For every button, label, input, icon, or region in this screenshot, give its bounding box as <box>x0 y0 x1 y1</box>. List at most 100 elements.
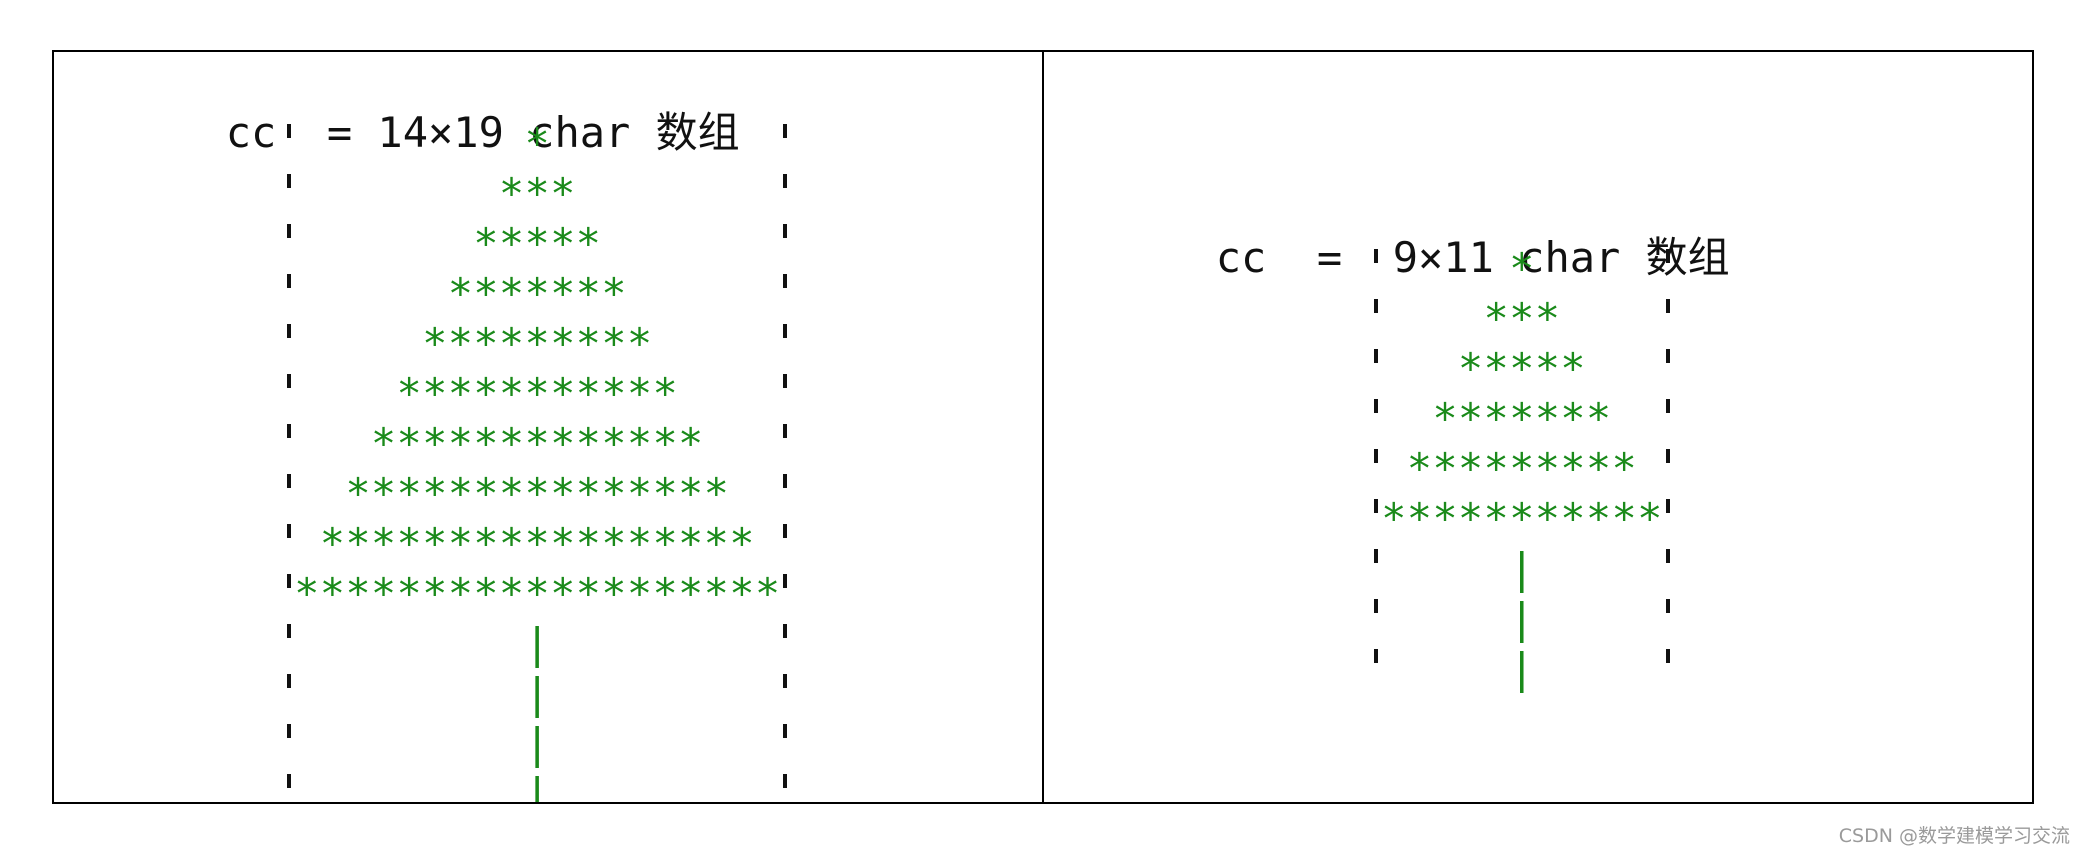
char-cell: * <box>370 418 397 468</box>
char-cell: * <box>396 568 422 618</box>
char-cell <box>652 268 678 318</box>
char-cell <box>601 768 627 802</box>
char-cell <box>1432 593 1458 643</box>
char-cell: * <box>473 568 499 618</box>
quote-mark <box>284 218 294 268</box>
char-cell: * <box>678 568 704 618</box>
char-cell: * <box>447 568 473 618</box>
char-cell <box>1432 243 1458 293</box>
char-cell: * <box>1534 393 1560 443</box>
char-cell <box>550 718 576 768</box>
char-cell <box>1535 643 1561 693</box>
quote-mark <box>780 268 790 318</box>
char-cell <box>1535 543 1561 593</box>
char-cell: * <box>1406 443 1433 493</box>
char-cell: * <box>550 368 576 418</box>
char-cell <box>576 718 602 768</box>
char-cell <box>396 118 422 168</box>
char-cell <box>320 168 346 218</box>
char-cell: * <box>729 568 755 618</box>
quote-mark <box>1371 393 1381 443</box>
char-cell: * <box>319 518 346 568</box>
char-cell: * <box>422 468 448 518</box>
char-cell <box>448 618 474 668</box>
char-cell <box>729 118 755 168</box>
quote-mark <box>780 218 790 268</box>
char-cell <box>1560 543 1586 593</box>
char-cell <box>1586 543 1612 593</box>
char-cell <box>1432 293 1458 343</box>
char-cell <box>1586 293 1612 343</box>
char-array-display: * *** ***** ******* ********* **********… <box>1371 243 1673 693</box>
char-cell <box>1407 293 1433 343</box>
char-cell <box>1381 443 1407 493</box>
char-cell <box>294 718 320 768</box>
char-cell <box>1637 293 1663 343</box>
char-cell <box>448 668 474 718</box>
char-cell: * <box>1483 393 1509 443</box>
char-cell <box>1381 543 1407 593</box>
char-cell: * <box>652 568 678 618</box>
char-cell <box>371 718 397 768</box>
quote-mark <box>780 168 790 218</box>
char-cell: * <box>626 368 653 418</box>
char-cell: * <box>1432 493 1458 543</box>
char-cell: * <box>1560 343 1586 393</box>
char-cell: * <box>1483 293 1509 343</box>
char-cell <box>704 268 730 318</box>
char-cell <box>1381 393 1407 443</box>
char-cell <box>320 468 346 518</box>
char-cell: * <box>1585 393 1612 443</box>
char-cell <box>294 768 320 802</box>
char-cell: * <box>601 268 627 318</box>
char-cell: * <box>498 418 525 468</box>
char-cell: * <box>473 218 499 268</box>
char-cell <box>1483 543 1509 593</box>
char-cell: * <box>498 318 525 368</box>
char-cell: * <box>396 418 422 468</box>
char-cell: * <box>626 318 653 368</box>
char-cell <box>1611 243 1637 293</box>
char-row: | <box>1371 593 1673 643</box>
char-cell: * <box>1509 393 1535 443</box>
quote-mark <box>284 718 294 768</box>
char-cell <box>550 618 576 668</box>
char-row: * <box>1371 243 1673 293</box>
char-cell <box>422 218 448 268</box>
char-cell <box>755 518 781 568</box>
char-cell: * <box>422 418 448 468</box>
char-cell: * <box>524 518 550 568</box>
char-cell <box>627 768 653 802</box>
char-row: | <box>1371 543 1673 593</box>
char-cell: * <box>575 518 601 568</box>
char-cell <box>729 318 755 368</box>
char-cell <box>422 268 448 318</box>
char-cell <box>704 718 730 768</box>
char-cell: * <box>524 468 550 518</box>
char-cell <box>396 618 422 668</box>
char-cell <box>294 618 320 668</box>
char-cell <box>345 168 371 218</box>
char-cell <box>576 118 602 168</box>
char-cell <box>755 668 781 718</box>
quote-mark <box>780 368 790 418</box>
char-cell <box>473 768 499 802</box>
char-cell: * <box>652 368 678 418</box>
char-cell: * <box>1381 493 1407 543</box>
char-cell <box>396 318 422 368</box>
char-cell: * <box>1457 443 1484 493</box>
char-cell <box>1637 393 1663 443</box>
char-row: ********* <box>1371 443 1673 493</box>
char-cell: * <box>1406 493 1433 543</box>
char-row: *********** <box>1371 493 1673 543</box>
char-cell: | <box>1509 643 1535 693</box>
quote-mark <box>284 568 294 618</box>
char-cell: * <box>345 518 371 568</box>
char-cell <box>729 618 755 668</box>
char-cell: * <box>524 268 550 318</box>
header-text: cc = 14×19 char <box>225 108 656 157</box>
char-cell <box>345 668 371 718</box>
char-cell <box>1458 643 1484 693</box>
char-cell: * <box>626 468 653 518</box>
char-cell: * <box>1457 493 1484 543</box>
